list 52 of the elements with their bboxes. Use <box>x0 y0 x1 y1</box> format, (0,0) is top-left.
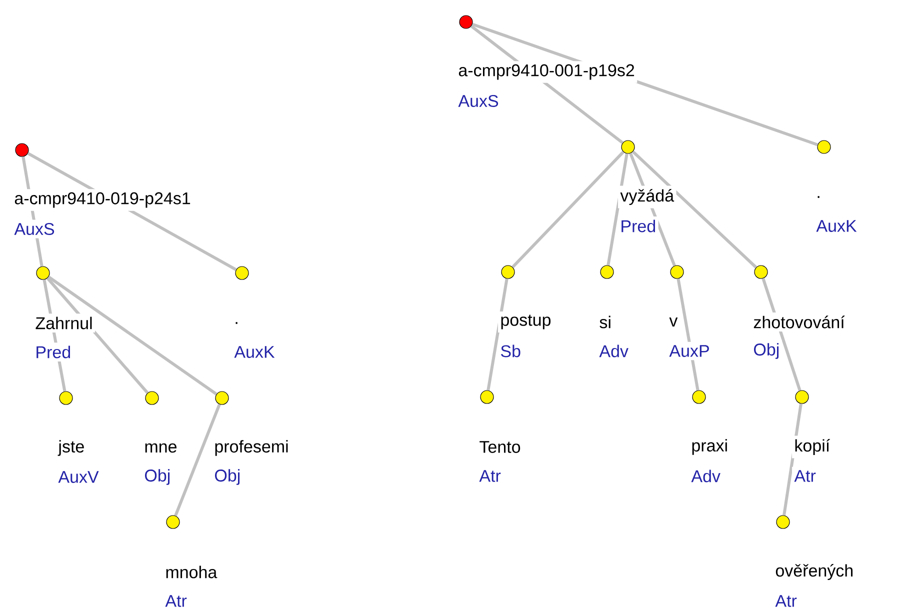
word-label: mnoha <box>166 566 218 578</box>
word-label: Tento <box>480 441 520 453</box>
word-label: postup <box>501 314 551 330</box>
tree-edge <box>632 150 758 268</box>
function-label: Sb <box>500 344 520 358</box>
function-label: AuxK <box>234 346 275 358</box>
function-label: Atr <box>775 595 797 607</box>
tree-edge <box>629 152 676 266</box>
function-label: AuxS <box>14 222 54 236</box>
word-label: . <box>818 196 820 198</box>
function-label: AuxP <box>669 345 709 357</box>
tree-edge <box>46 277 149 394</box>
function-label: Pred <box>36 346 70 358</box>
word-label: a-cmpr9410-001-p19s2 <box>458 64 634 80</box>
tree-edge <box>762 278 802 392</box>
function-label: Pred <box>622 220 656 232</box>
function-label: Obj <box>215 469 240 485</box>
tree-edge <box>27 152 237 271</box>
word-label: jste <box>58 440 84 456</box>
tree-edge <box>22 156 44 267</box>
tree-edge <box>470 24 624 144</box>
word-label: vyžádá <box>620 188 674 206</box>
function-label: Obj <box>145 469 170 485</box>
tree-edge <box>486 278 508 391</box>
function-label: Atr <box>165 595 187 607</box>
word-label: si <box>600 316 610 328</box>
word-label: . <box>236 322 238 324</box>
tree-edge <box>512 150 624 268</box>
function-label: AuxS <box>458 94 498 108</box>
tree-edge <box>676 278 700 391</box>
tree-edge <box>782 404 802 516</box>
function-label: Atr <box>794 470 816 482</box>
word-label: zhotovování <box>754 316 845 328</box>
function-label: AuxK <box>816 220 857 232</box>
word-label: mne <box>145 443 177 453</box>
function-label: Adv <box>691 470 720 482</box>
tree-edge <box>174 404 221 516</box>
tree-edge <box>472 22 818 146</box>
word-label: v <box>669 318 678 326</box>
word-label: a-cmpr9410-019-p24s1 <box>14 192 190 208</box>
tree-edge <box>606 153 628 266</box>
function-label: Adv <box>599 344 628 358</box>
tree-edge <box>48 276 218 396</box>
word-label: praxi <box>692 439 727 455</box>
function-label: AuxV <box>58 471 99 483</box>
function-label: Atr <box>479 470 501 482</box>
word-label: kopií <box>795 438 830 456</box>
word-label: ověřených <box>776 564 853 580</box>
word-label: Zahrnul <box>36 316 92 330</box>
function-label: Obj <box>754 343 779 359</box>
tree-edge <box>42 279 66 392</box>
word-label: profesemi <box>215 440 288 456</box>
